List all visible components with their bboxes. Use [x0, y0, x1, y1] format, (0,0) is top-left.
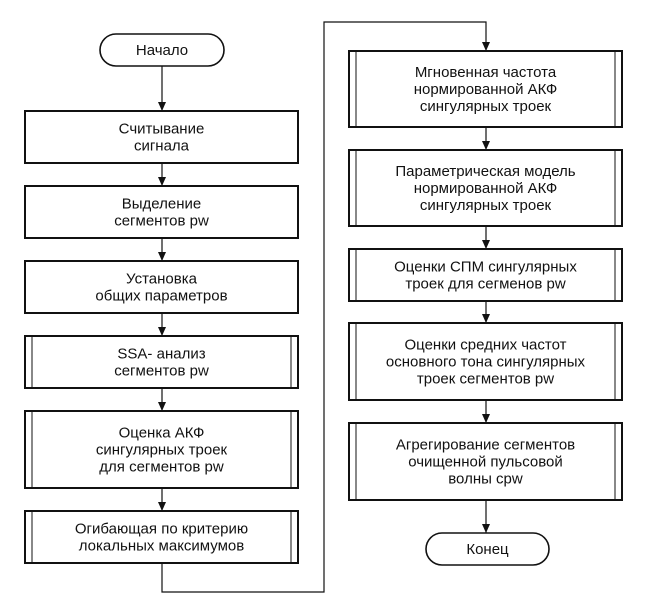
read-signal-box	[24, 110, 299, 164]
read-signal-label-line-1: Считывание	[119, 121, 205, 138]
inst-frequency-label-line-1: Мгновенная частота	[415, 64, 557, 81]
mean-frequency-label-line-2: основного тона сингулярных	[386, 354, 586, 371]
ssa-analysis-box	[24, 335, 299, 389]
end-label-line-1: Конец	[466, 541, 509, 558]
aggregation-box	[348, 422, 623, 501]
connectors	[158, 21, 490, 593]
acf-estimate-label-line-3: для сегментов pw	[99, 459, 224, 476]
psd-estimate-label-line-1: Оценки СПМ сингулярных	[394, 259, 577, 276]
aggregation-label-line-2: очищенной пульсовой	[408, 454, 563, 471]
inst-frequency-label-line-3: сингулярных троек	[420, 98, 552, 115]
param-model-box	[348, 149, 623, 227]
aggregation-label-line-3: волны cpw	[448, 471, 523, 488]
select-segments-label-line-2: сегментов pw	[114, 213, 209, 230]
start-terminal-shape	[99, 33, 225, 67]
mean-frequency-label-line-3: троек сегментов pw	[417, 371, 554, 388]
select-segments-box	[24, 185, 299, 239]
mean-frequency-label-line-1: Оценки средних частот	[404, 337, 566, 354]
aggregation-label-line-1: Агрегирование сегментов	[396, 437, 575, 454]
param-model-label-line-1: Параметрическая модель	[395, 163, 575, 180]
start-label-line-1: Начало	[136, 42, 188, 59]
mean-frequency-box	[348, 322, 623, 401]
envelope-box	[24, 510, 299, 564]
inst-frequency-box	[348, 50, 623, 128]
end-terminal-shape	[425, 532, 550, 566]
select-segments-label-line-1: Выделение	[122, 196, 201, 213]
psd-estimate-label-line-2: троек для сегменов pw	[405, 276, 565, 293]
psd-estimate-box	[348, 248, 623, 302]
acf-estimate-box	[24, 410, 299, 489]
start-block: Начало	[99, 33, 225, 67]
read-signal-label-line-2: сигнала	[134, 138, 190, 155]
ssa-analysis-label-line-1: SSA- анализ	[117, 346, 205, 363]
param-model-label-line-2: нормированной АКФ	[414, 180, 558, 197]
acf-estimate-label-line-1: Оценка АКФ	[119, 425, 205, 442]
param-model-label-line-3: сингулярных троек	[420, 197, 552, 214]
set-params-label-line-1: Установка	[126, 271, 198, 288]
inst-frequency-label-line-2: нормированной АКФ	[414, 81, 558, 98]
nodes: НачалоСчитываниесигналаВыделениесегменто…	[24, 33, 623, 566]
envelope-to-inst-frequency-arrow	[161, 21, 490, 593]
end-block: Конец	[425, 532, 550, 566]
envelope-label-line-1: Огибающая по критерию	[75, 521, 248, 538]
set-params-label-line-2: общих параметров	[95, 288, 227, 305]
set-params-box	[24, 260, 299, 314]
acf-estimate-label-line-2: сингулярных троек	[96, 442, 228, 459]
envelope-label-line-2: локальных максимумов	[79, 538, 245, 555]
ssa-analysis-label-line-2: сегментов pw	[114, 363, 209, 380]
